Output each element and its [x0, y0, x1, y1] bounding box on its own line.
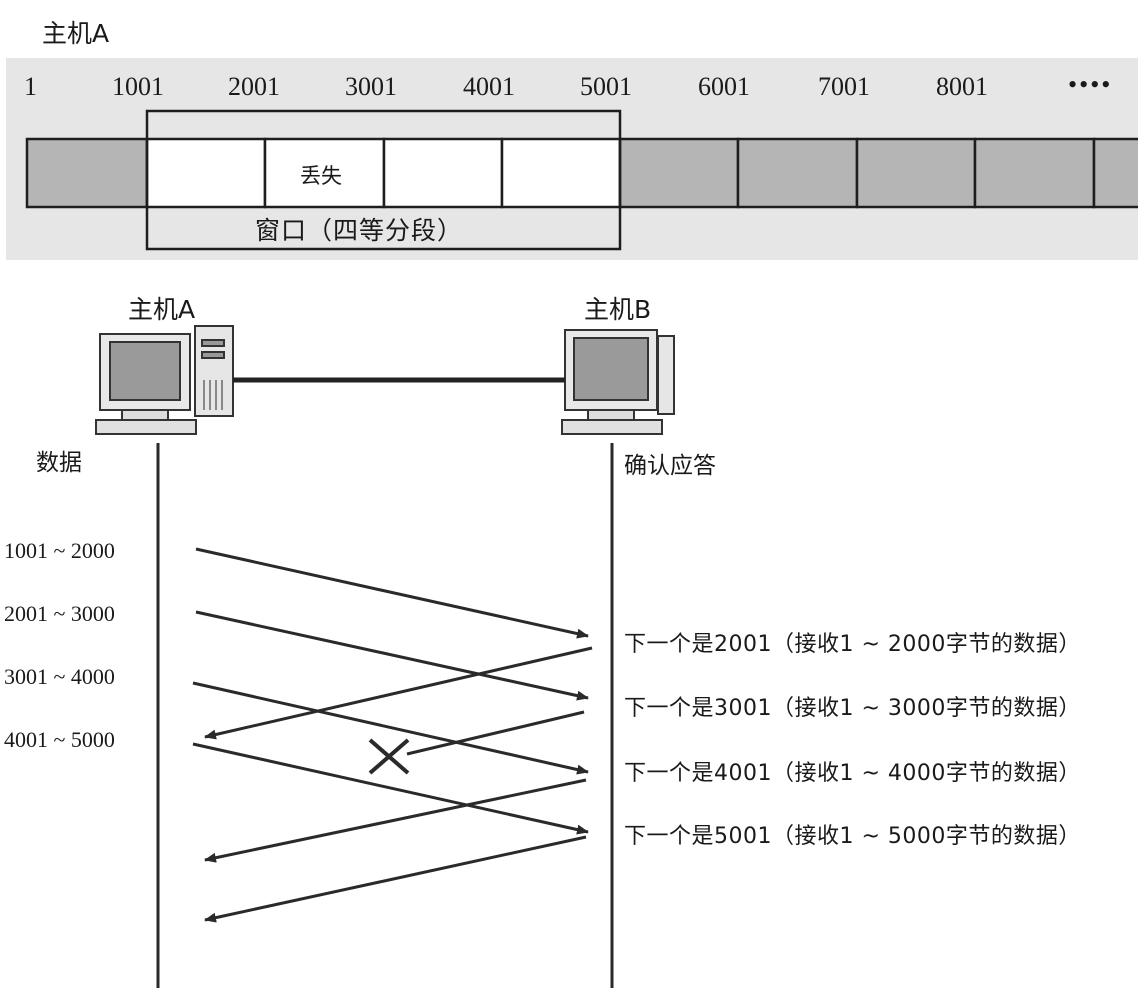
sent-acked-cell	[25, 137, 149, 209]
ack-arrow	[204, 778, 587, 863]
window-frame	[145, 109, 622, 251]
byte-mark: 1001	[112, 72, 164, 101]
byte-mark: 2001	[228, 72, 280, 101]
data-arrow	[195, 547, 589, 639]
ack-message: 下一个是3001（接收1 ~ 3000字节的数据）	[624, 696, 1081, 721]
byte-mark: 4001	[463, 72, 515, 101]
ack-message: 下一个是4001（接收1 ~ 4000字节的数据）	[624, 761, 1081, 786]
ack-arrow	[204, 835, 587, 923]
window-cell	[382, 137, 504, 209]
data-label: 数据	[36, 450, 82, 476]
window-cell	[145, 137, 267, 209]
segment-strip	[25, 109, 1138, 251]
segment-range-label: 4001 ~ 5000	[4, 727, 115, 752]
byte-mark: 5001	[580, 72, 632, 101]
host-a-title: 主机A	[42, 19, 110, 48]
unsent-cell	[973, 137, 1096, 209]
computer-icon	[561, 329, 675, 435]
host-b-label: 主机B	[584, 295, 652, 324]
byte-mark: 7001	[818, 72, 870, 101]
unsent-cell	[618, 137, 740, 209]
lost-ack-arrow	[406, 710, 585, 756]
ack-label: 确认应答	[624, 453, 716, 479]
window-label: 窗口（四等分段）	[255, 216, 464, 245]
lost-label: 丢失	[300, 164, 342, 188]
byte-mark: 1	[24, 72, 37, 101]
segment-range-label: 1001 ~ 2000	[4, 538, 115, 563]
sequence-lines	[95, 325, 675, 988]
unsent-cell	[736, 137, 859, 209]
ack-message: 下一个是5001（接收1 ~ 5000字节的数据）	[624, 824, 1081, 849]
unsent-cell	[1092, 137, 1138, 209]
lost-cross-icon	[368, 738, 410, 775]
ellipsis-mark: ••••	[1068, 70, 1113, 99]
data-arrow	[192, 742, 589, 835]
byte-mark: 3001	[345, 72, 397, 101]
data-arrow	[195, 610, 589, 701]
ack-arrow	[204, 646, 593, 740]
byte-mark: 6001	[698, 72, 750, 101]
host-a-label: 主机A	[128, 295, 196, 324]
ack-message: 下一个是2001（接收1 ~ 2000字节的数据）	[624, 632, 1081, 657]
data-arrow	[192, 681, 589, 775]
segment-range-label: 2001 ~ 3000	[4, 601, 115, 626]
segment-range-label: 3001 ~ 4000	[4, 664, 115, 689]
computer-icon	[95, 325, 234, 435]
byte-mark: 8001	[936, 72, 988, 101]
unsent-cell	[855, 137, 977, 209]
window-cell	[500, 137, 622, 209]
